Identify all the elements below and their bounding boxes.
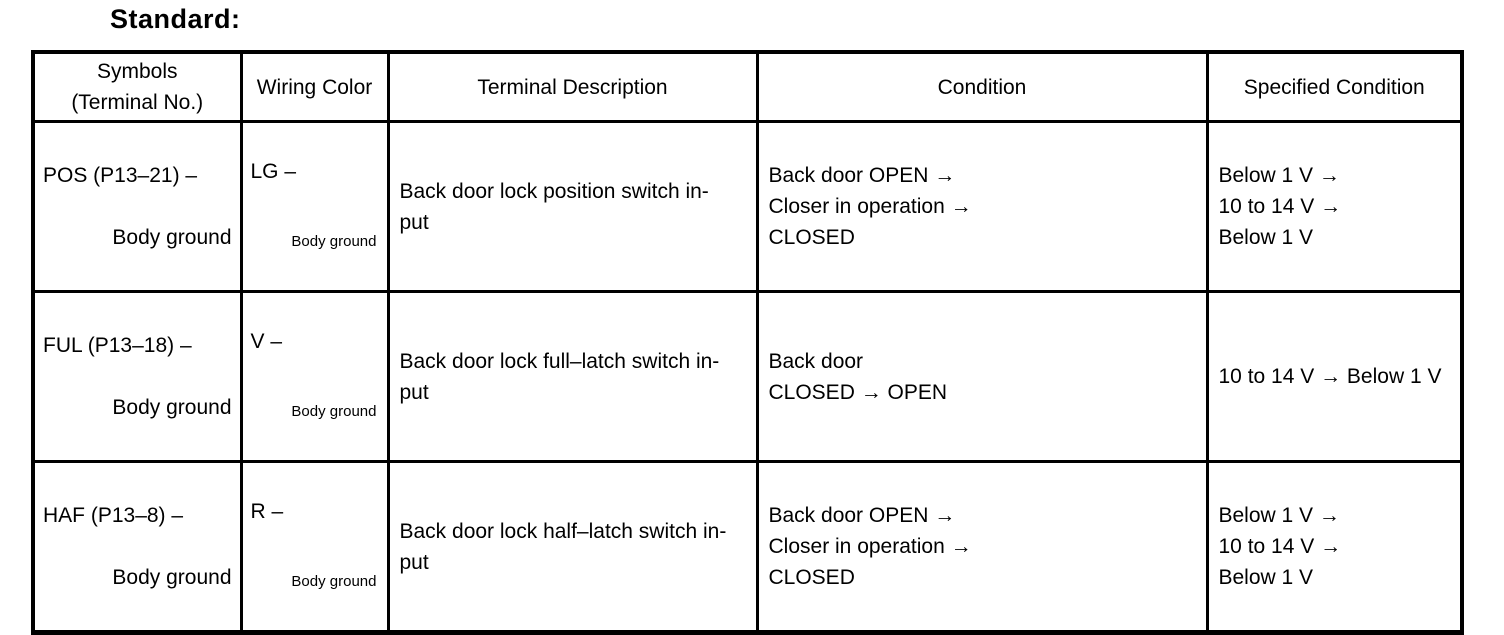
wiring-color-cell: V – Body ground [239, 290, 390, 463]
section-title: Standard: [110, 4, 241, 34]
wiring-ground-label: Body ground [291, 403, 377, 420]
condition-cell: Back door OPEN → Closer in operation → C… [755, 460, 1209, 634]
wiring-color-code: R – [250, 500, 284, 523]
condition-cell: Back door CLOSED → OPEN [755, 290, 1209, 463]
table-row: HAF (P13–8) – Body ground R – Body groun… [31, 460, 1464, 634]
col-header-symbols: Symbols (Terminal No.) [31, 50, 243, 123]
specified-condition-cell: Below 1 V → 10 to 14 V → Below 1 V [1205, 120, 1464, 293]
symbol-ground-label: Body ground [112, 396, 232, 419]
symbols-cell: POS (P13–21) – Body ground [31, 120, 243, 293]
wiring-color-cell: R – Body ground [239, 460, 390, 634]
wiring-color-code: V – [250, 330, 283, 353]
symbol-terminal-label: HAF (P13–8) – [43, 504, 184, 527]
col-header-wiring-color: Wiring Color [239, 50, 390, 123]
wiring-ground-label: Body ground [291, 233, 377, 250]
terminal-description-cell: Back door lock full–latch switch in- put [386, 290, 759, 463]
wiring-color-code: LG – [250, 160, 297, 183]
standard-spec-table: Symbols (Terminal No.) Wiring Color Term… [31, 50, 1464, 635]
symbol-ground-label: Body ground [112, 566, 232, 589]
table-row: FUL (P13–18) – Body ground V – Body grou… [31, 290, 1464, 463]
symbol-ground-label: Body ground [112, 226, 232, 249]
symbols-cell: FUL (P13–18) – Body ground [31, 290, 243, 463]
wiring-ground-label: Body ground [291, 573, 377, 590]
terminal-description-cell: Back door lock half–latch switch in- put [386, 460, 759, 634]
col-header-terminal-description: Terminal Description [386, 50, 759, 123]
terminal-description-cell: Back door lock position switch in- put [386, 120, 759, 293]
specified-condition-cell: 10 to 14 V → Below 1 V [1205, 290, 1464, 463]
symbols-cell: HAF (P13–8) – Body ground [31, 460, 243, 634]
col-header-specified-condition: Specified Condition [1205, 50, 1464, 123]
symbol-terminal-label: FUL (P13–18) – [43, 334, 192, 357]
wiring-color-cell: LG – Body ground [239, 120, 390, 293]
table-row: POS (P13–21) – Body ground LG – Body gro… [31, 120, 1464, 293]
table-header-row: Symbols (Terminal No.) Wiring Color Term… [31, 50, 1464, 123]
col-header-condition: Condition [755, 50, 1209, 123]
condition-cell: Back door OPEN → Closer in operation → C… [755, 120, 1209, 293]
specified-condition-cell: Below 1 V → 10 to 14 V → Below 1 V [1205, 460, 1464, 634]
symbol-terminal-label: POS (P13–21) – [43, 164, 198, 187]
